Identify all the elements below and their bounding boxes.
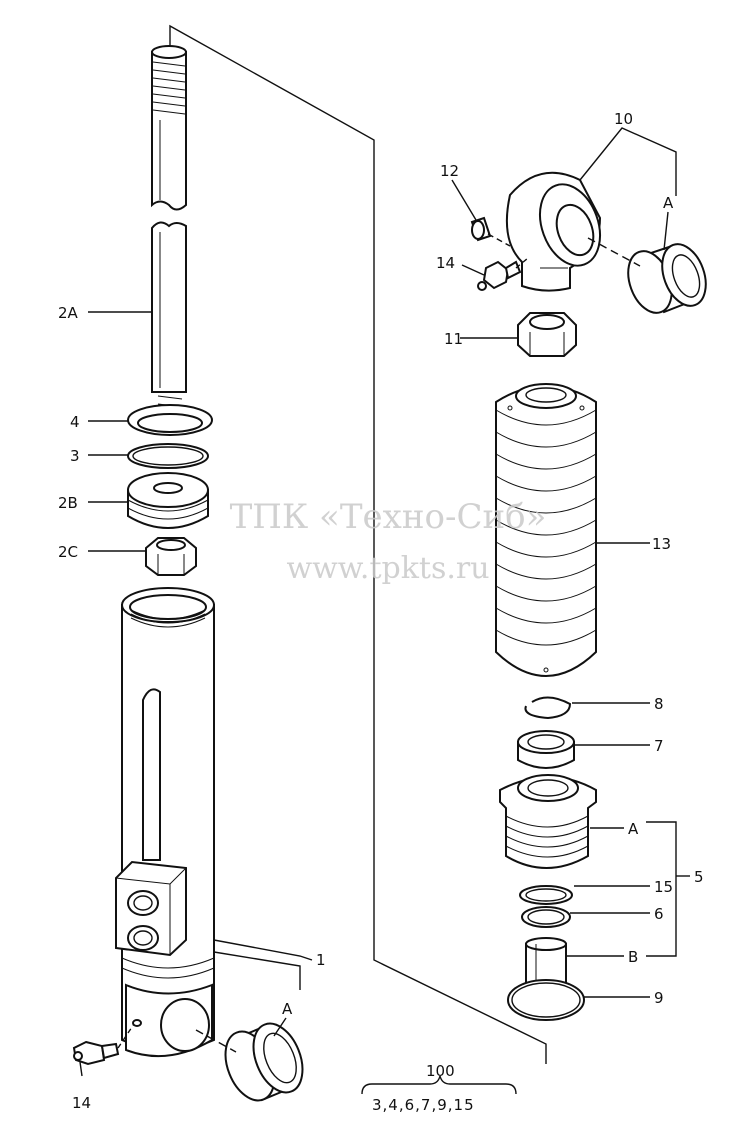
label-10: 10 <box>614 110 633 128</box>
label-13: 13 <box>652 535 671 553</box>
label-2c: 2C <box>58 543 78 561</box>
piston-rod-upper <box>151 45 187 211</box>
label-kit-contents: 3,4,6,7,9,15 <box>372 1096 475 1114</box>
snap-ring-8 <box>524 696 572 720</box>
watermark: ТПК «Техно-Сиб» www.tpkts.ru <box>230 497 547 586</box>
label-a-left: A <box>282 1000 293 1018</box>
bushing-a-top <box>627 243 707 314</box>
label-a-mid: A <box>628 820 639 838</box>
nut-11 <box>517 312 577 357</box>
piston-rod-lower <box>151 221 187 416</box>
label-15: 15 <box>654 878 673 896</box>
o-ring-3 <box>127 443 209 469</box>
cylinder-head-a <box>499 774 597 869</box>
assembly-lines <box>117 24 641 1064</box>
label-100: 100 <box>426 1062 455 1080</box>
piston-2b <box>127 472 209 529</box>
label-4: 4 <box>70 413 80 431</box>
watermark-line2: www.tpkts.ru <box>286 551 489 586</box>
leader-lines <box>79 127 690 1095</box>
ring-6 <box>521 906 571 928</box>
cylinder-tube-1 <box>115 587 215 1058</box>
o-ring-9 <box>507 979 585 1021</box>
dust-boot-13 <box>495 383 597 677</box>
seal-4 <box>127 404 213 436</box>
label-7: 7 <box>654 737 664 755</box>
ring-15 <box>519 885 573 905</box>
label-5: 5 <box>694 868 704 886</box>
label-a-top: A <box>663 194 674 212</box>
watermark-line1: ТПК «Техно-Сиб» <box>230 497 547 537</box>
label-8: 8 <box>654 695 664 713</box>
callout-labels: 2A 4 3 2B 2C 1 A 14 12 14 10 A 11 13 8 7… <box>58 110 704 1114</box>
nut-2c <box>145 537 197 576</box>
rod-eye-10 <box>505 171 602 292</box>
label-b: B <box>628 948 638 966</box>
label-14-left: 14 <box>72 1094 91 1112</box>
label-2b: 2B <box>58 494 78 512</box>
grease-nipple-right <box>477 260 522 291</box>
label-14-right: 14 <box>436 254 455 272</box>
label-12: 12 <box>440 162 459 180</box>
bushing-7 <box>517 730 575 769</box>
label-6: 6 <box>654 905 664 923</box>
label-11: 11 <box>444 330 463 348</box>
label-9: 9 <box>654 989 664 1007</box>
grease-nipple-left <box>72 1040 120 1066</box>
label-3: 3 <box>70 447 80 465</box>
label-2a: 2A <box>58 304 79 322</box>
bushing-a-left <box>224 1022 304 1102</box>
label-1: 1 <box>316 951 326 969</box>
grub-screw-12 <box>470 216 492 242</box>
